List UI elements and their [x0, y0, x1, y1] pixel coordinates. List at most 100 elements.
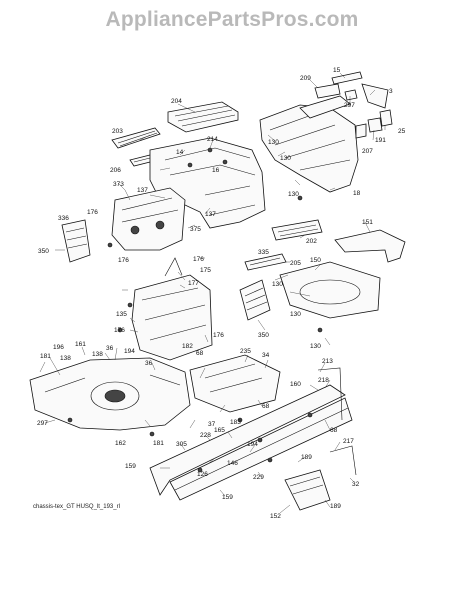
callout-130: 130: [280, 155, 291, 162]
callout-183: 183: [230, 419, 241, 426]
callout-350: 350: [38, 248, 49, 255]
callout-209: 209: [300, 75, 311, 82]
chassis-frame: [149, 384, 353, 501]
callout-37: 37: [208, 421, 216, 428]
callout-34: 34: [262, 352, 270, 359]
callout-204: 204: [171, 98, 182, 105]
callout-176: 176: [114, 327, 125, 334]
callout-130: 130: [268, 139, 279, 146]
callout-181: 181: [153, 440, 164, 447]
headlight-parts: [314, 71, 393, 127]
dash-panel: [111, 187, 186, 251]
callout-36: 36: [106, 345, 114, 352]
fasteners: [67, 195, 323, 463]
watermark: AppliancePartsPros.com: [105, 8, 359, 31]
callout-126: 126: [197, 471, 208, 478]
hood-grille-left: [111, 127, 161, 149]
callout-196: 196: [53, 344, 64, 351]
callout-228: 228: [200, 432, 211, 439]
callout-176: 176: [193, 256, 204, 263]
callout-32: 32: [352, 481, 360, 488]
callout-162: 162: [115, 440, 126, 447]
callout-375: 375: [190, 226, 201, 233]
callout-297: 297: [344, 102, 355, 109]
callout-218: 218: [318, 377, 329, 384]
callout-213: 213: [322, 358, 333, 365]
callout-25: 25: [398, 128, 406, 135]
callout-176: 176: [118, 257, 129, 264]
battery-tray: [284, 469, 331, 511]
callout-130: 130: [288, 191, 299, 198]
callout-14: 14: [176, 149, 184, 156]
rear-fender-37: [29, 357, 191, 431]
callout-176: 176: [213, 332, 224, 339]
rod-213: [317, 367, 343, 421]
callout-373: 373: [113, 181, 124, 188]
callout-16: 16: [212, 167, 220, 174]
callout-3: 3: [389, 88, 393, 95]
callout-160: 160: [290, 381, 301, 388]
side-bracket-151: [334, 229, 406, 263]
side-panel-336: [61, 219, 91, 263]
callout-138: 138: [60, 355, 71, 362]
hood-top-panel: [167, 101, 239, 133]
callout-206: 206: [110, 167, 121, 174]
callout-146: 146: [227, 460, 238, 467]
callout-152: 152: [270, 513, 281, 520]
callout-191: 191: [375, 137, 386, 144]
callout-68: 68: [196, 350, 204, 357]
callout-151: 151: [362, 219, 373, 226]
callout-297: 297: [37, 420, 48, 427]
hood-assembly: [149, 137, 266, 229]
callout-217: 217: [343, 438, 354, 445]
floor-pan-150: [279, 261, 381, 319]
center-plate-34: [189, 354, 281, 413]
callout-18: 18: [353, 190, 361, 197]
callout-137: 137: [137, 187, 148, 194]
callout-189: 189: [301, 454, 312, 461]
callout-68: 68: [330, 427, 338, 434]
callout-203: 203: [112, 128, 123, 135]
callout-159: 159: [125, 463, 136, 470]
callout-336: 336: [58, 215, 69, 222]
callout-194: 194: [247, 441, 258, 448]
callout-130: 130: [290, 311, 301, 318]
callout-15: 15: [333, 67, 341, 74]
callout-181: 181: [40, 353, 51, 360]
diagram-caption: chassis-tex_GT HUSQ_lt_193_rl: [33, 504, 120, 510]
callout-176: 176: [87, 209, 98, 216]
callout-137: 137: [205, 211, 216, 218]
dash-support-frame: [131, 257, 213, 361]
callout-207: 207: [362, 148, 373, 155]
callout-350: 350: [258, 332, 269, 339]
small-brackets: [355, 117, 383, 139]
callout-189: 189: [330, 503, 341, 510]
callout-205: 205: [290, 260, 301, 267]
callout-68: 68: [262, 403, 270, 410]
callout-235: 235: [240, 348, 251, 355]
callout-194: 194: [124, 348, 135, 355]
callout-150: 150: [310, 257, 321, 264]
callout-182: 182: [182, 343, 193, 350]
grille-insert-205: [244, 253, 287, 271]
callout-335: 335: [258, 249, 269, 256]
callout-130: 130: [272, 281, 283, 288]
rod-217: [329, 445, 357, 476]
leader-lines: [39, 72, 386, 514]
callout-135: 135: [116, 311, 127, 318]
callout-36: 36: [145, 360, 153, 367]
callout-161: 161: [75, 341, 86, 348]
callout-175: 175: [200, 267, 211, 274]
callout-229: 229: [253, 474, 264, 481]
vent-350: [239, 279, 271, 321]
callout-labels: 204 15 209 3 297 25 130 203 191 207 214 …: [37, 67, 406, 520]
callout-159: 159: [222, 494, 233, 501]
callout-138: 138: [92, 351, 103, 358]
callout-214: 214: [207, 136, 218, 143]
front-bumper-assembly: [259, 95, 359, 193]
callout-165: 165: [214, 427, 225, 434]
callout-130: 130: [310, 343, 321, 350]
callout-177: 177: [188, 280, 199, 287]
callout-305: 305: [176, 441, 187, 448]
